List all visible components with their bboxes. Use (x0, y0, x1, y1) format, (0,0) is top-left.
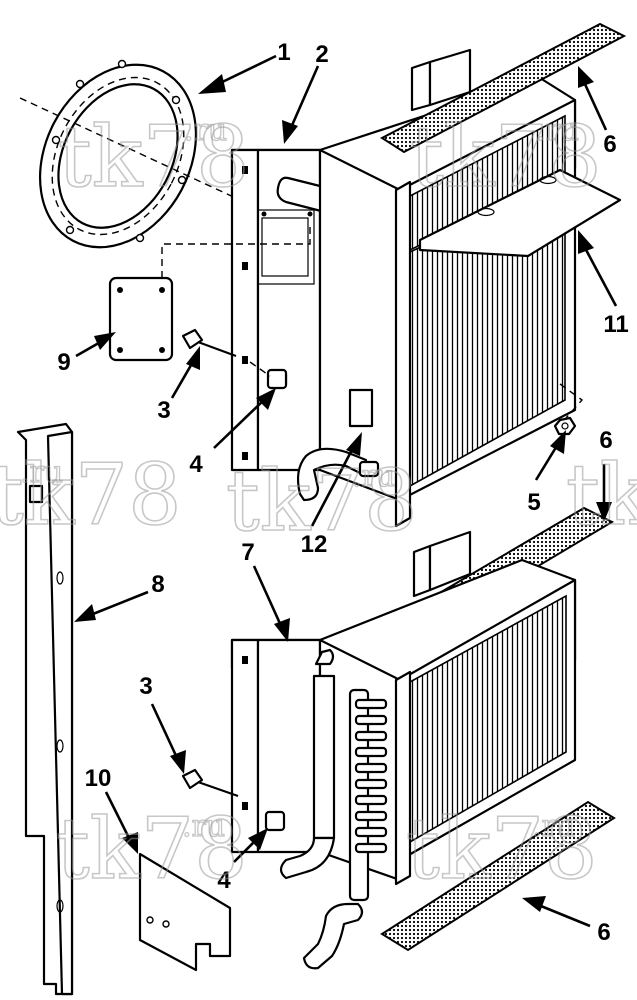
clip-lower (264, 810, 286, 832)
watermark-suffix: .ru (20, 455, 63, 490)
side-rail (16, 422, 74, 996)
bolt-upper (181, 328, 237, 357)
callout-3-lower: 3 (139, 673, 152, 700)
callout-3-upper: 3 (157, 397, 170, 424)
callout-2: 2 (315, 41, 328, 68)
shroud-plate (418, 168, 622, 258)
clip-upper (249, 361, 288, 390)
callout-11: 11 (603, 311, 628, 338)
cover-plate (108, 276, 174, 362)
watermarks: tk78 .ru tk78 .ru tk78 .ru tk78 .ru tk78… (0, 107, 637, 899)
watermark-suffix: .ru (182, 809, 225, 844)
mesh-pad-bottom (380, 800, 616, 952)
watermark-text: tk78 (56, 800, 248, 898)
watermark-text: tk78 (0, 446, 182, 544)
watermark-suffix: .ru (536, 113, 579, 148)
callout-10: 10 (85, 765, 112, 792)
callout-4-lower: 4 (217, 867, 231, 894)
bracket-plate (138, 852, 232, 972)
callout-9: 9 (57, 349, 70, 376)
callout-7: 7 (241, 539, 254, 566)
callout-1: 1 (277, 39, 290, 66)
callout-labels: 1 2 3 3 4 4 5 6 6 6 7 8 9 10 11 12 (57, 39, 628, 946)
watermark-suffix: .ru (184, 113, 227, 148)
callout-6-middle: 6 (599, 427, 612, 454)
lower-radiator-assembly (230, 530, 577, 970)
callout-5: 5 (527, 489, 540, 516)
mounting-ring (38, 59, 198, 249)
nut (553, 383, 584, 436)
callout-4-upper: 4 (189, 451, 203, 478)
watermark-text: tk78 (410, 108, 602, 206)
bolt-lower (181, 768, 239, 797)
callout-arrows (74, 54, 618, 928)
callout-8: 8 (151, 571, 164, 598)
callout-12: 12 (301, 531, 328, 558)
watermark-text: tk78 (566, 446, 637, 544)
callout-6-top: 6 (603, 131, 616, 158)
watermark-suffix: .ru (532, 809, 575, 844)
mesh-pad-top (380, 22, 627, 154)
watermark-text: tk78 (226, 452, 418, 550)
watermark-suffix: .ru (352, 459, 395, 494)
watermark-text: tk78 (406, 800, 598, 898)
callout-6-bottom: 6 (597, 919, 610, 946)
watermark-text: tk78 (58, 108, 250, 206)
